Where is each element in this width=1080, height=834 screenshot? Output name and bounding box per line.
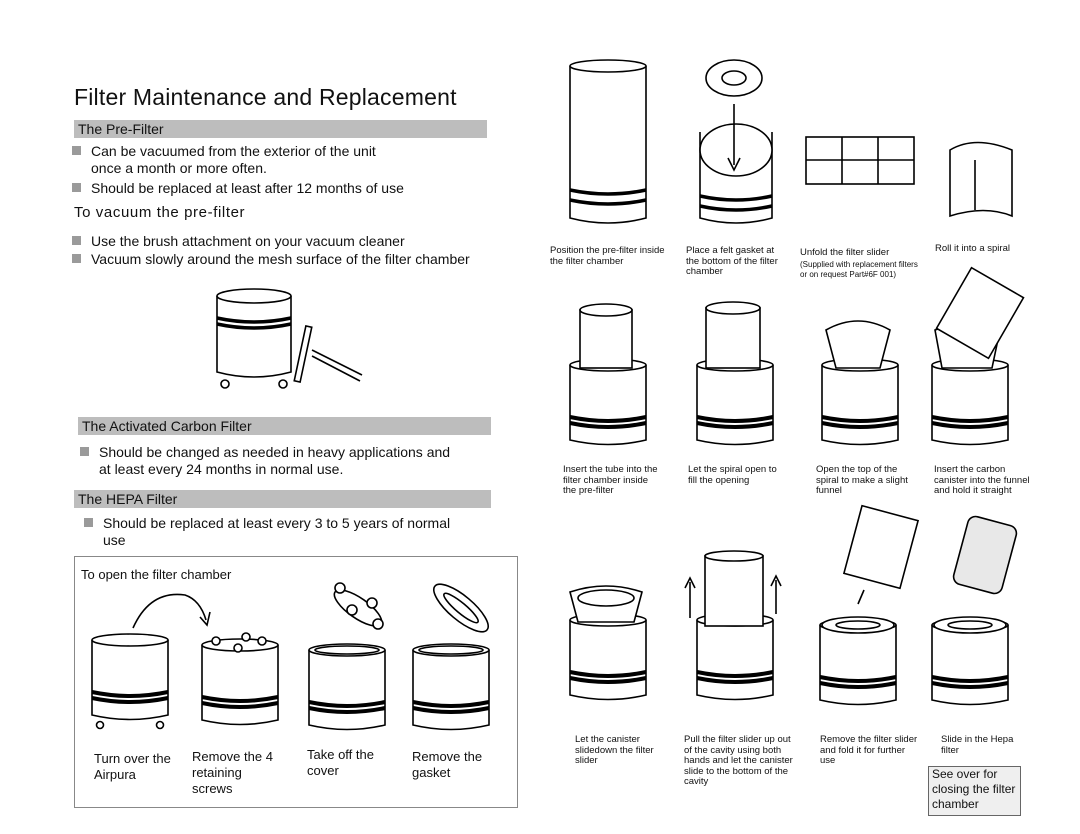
caption-roll-spiral: Roll it into a spiral	[935, 243, 1010, 254]
caption-felt-gasket: Place a felt gasket at the bottom of the…	[686, 245, 778, 277]
prefilter-bullet-1-text-b: once a month or more often.	[91, 160, 267, 176]
caption-position-prefilter: Position the pre-filter inside the filte…	[550, 245, 665, 267]
carbon-heading: The Activated Carbon Filter	[78, 417, 491, 435]
caption-unfold-slider: Unfold the filter slider	[800, 247, 890, 258]
caption-canister-slide: Let the canister slidedown the filter sl…	[575, 734, 654, 766]
vacuum-bullet-1: Use the brush attachment on your vacuum …	[72, 233, 521, 250]
prefilter-bullet-2: Should be replaced at least after 12 mon…	[72, 180, 521, 197]
open-chamber-box	[74, 556, 518, 808]
row1-illustrations	[569, 59, 1013, 224]
caption-open-top: Open the top of the spiral to make a sli…	[816, 464, 908, 496]
page-title: Filter Maintenance and Replacement	[74, 84, 457, 110]
step-remove-screws: Remove the 4 retaining screws	[192, 749, 273, 796]
open-chamber-title: To open the filter chamber	[81, 567, 232, 582]
vacuum-illustration	[216, 288, 363, 389]
step-turn-over: Turn over the Airpura	[94, 751, 171, 782]
prefilter-heading: The Pre-Filter	[74, 120, 487, 138]
step-remove-gasket: Remove the gasket	[412, 749, 483, 780]
hepa-bullet-text-b: use	[103, 532, 126, 548]
row2-illustrations	[568, 266, 1025, 447]
vacuum-bullet-2: Vacuum slowly around the mesh surface of…	[72, 251, 541, 268]
vacuum-heading: To vacuum the pre-filter	[74, 204, 246, 221]
caption-insert-tube: Insert the tube into the filter chamber …	[563, 464, 658, 496]
caption-unfold-slider-note: (Supplied with replacement filters or on…	[800, 260, 918, 279]
caption-spiral-open: Let the spiral open to fill the opening	[688, 464, 777, 486]
row3-illustrations	[568, 504, 1018, 707]
carbon-bullet-text: Should be changed as needed in heavy app…	[99, 444, 451, 460]
carbon-bullet: Should be changed as needed in heavy app…	[80, 444, 519, 478]
caption-slide-hepa: Slide in the Hepa filter	[941, 734, 1014, 756]
caption-remove-slider: Remove the filter slider and fold it for…	[820, 734, 918, 766]
carbon-bullet-text-b: at least every 24 months in normal use.	[99, 461, 344, 477]
prefilter-bullet-1-text: Can be vacuumed from the exterior of the…	[91, 143, 376, 159]
prefilter-bullet-1: Can be vacuumed from the exterior of the…	[72, 143, 511, 177]
caption-insert-carbon: Insert the carbon canister into the funn…	[934, 464, 1030, 496]
caption-pull-slider: Pull the filter slider up out of the cav…	[684, 734, 793, 787]
see-over-note: See over for closing the filter chamber	[928, 766, 1021, 816]
step-take-off-cover: Take off the cover	[307, 747, 374, 778]
hepa-bullet: Should be replaced at least every 3 to 5…	[84, 515, 518, 549]
hepa-heading: The HEPA Filter	[74, 490, 491, 508]
hepa-bullet-text: Should be replaced at least every 3 to 5…	[103, 515, 451, 531]
